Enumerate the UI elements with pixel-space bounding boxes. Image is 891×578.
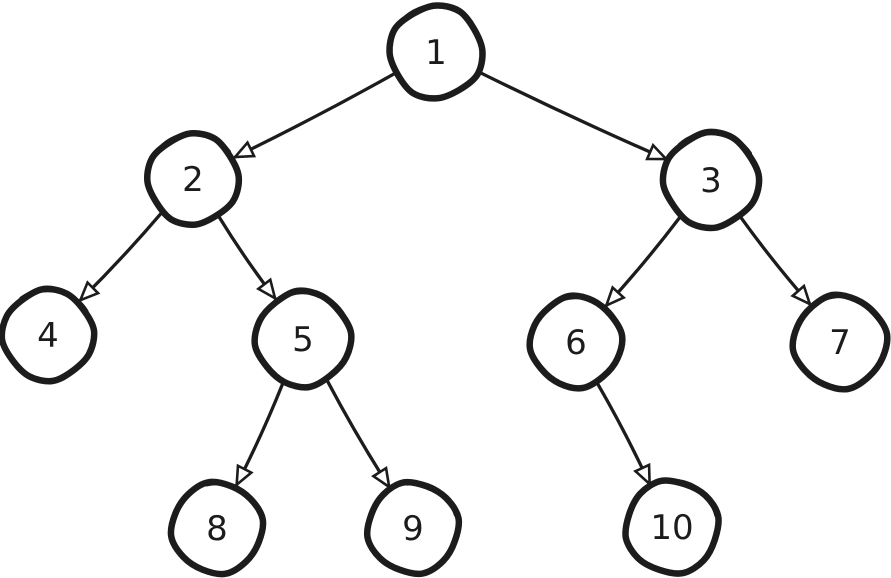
node-label: 6	[565, 323, 587, 363]
tree-node-4: 4	[0, 285, 98, 385]
node-label: 3	[700, 161, 722, 201]
node-circle-overdraw	[677, 130, 753, 156]
node-label: 8	[206, 509, 228, 549]
tree-edge-3-6	[604, 215, 682, 308]
node-circle-overdraw	[668, 478, 719, 518]
node-label: 4	[37, 316, 59, 356]
tree-edge-3-7	[739, 216, 813, 307]
node-label: 1	[425, 33, 447, 73]
tree-node-3: 3	[659, 128, 763, 232]
tree-edge-6-10	[595, 382, 652, 487]
node-label: 10	[650, 508, 693, 548]
node-circle	[386, 2, 486, 102]
tree-node-8: 8	[167, 478, 267, 578]
tree-edge-2-4	[77, 211, 163, 303]
node-label: 5	[292, 320, 314, 360]
node-circle-overdraw	[822, 293, 885, 327]
node-circle-overdraw	[396, 3, 474, 27]
tree-edge-2-5	[217, 216, 278, 301]
tree-edge-5-8	[235, 381, 285, 488]
node-circle-overdraw	[404, 480, 459, 517]
tree-edge-1-3	[477, 70, 670, 161]
tree-edge-1-2	[232, 72, 396, 159]
node-label: 9	[402, 509, 424, 549]
tree-node-2: 2	[144, 130, 243, 228]
tree-node-5: 5	[251, 287, 355, 391]
node-label: 7	[829, 323, 851, 363]
tree-node-6: 6	[526, 292, 626, 392]
tree-node-1: 1	[386, 2, 486, 102]
node-circle-overdraw	[204, 480, 262, 515]
node-circle-overdraw	[19, 287, 89, 314]
node-circle	[526, 292, 626, 392]
tree-node-7: 7	[789, 291, 891, 393]
node-label: 2	[182, 160, 204, 200]
tree-edge-5-9	[325, 379, 391, 490]
tree-node-9: 9	[363, 478, 463, 578]
node-circle-overdraw	[277, 289, 347, 319]
node-circle-overdraw	[157, 131, 232, 155]
node-circle-overdraw	[555, 294, 619, 325]
tree-node-10: 10	[622, 477, 722, 577]
